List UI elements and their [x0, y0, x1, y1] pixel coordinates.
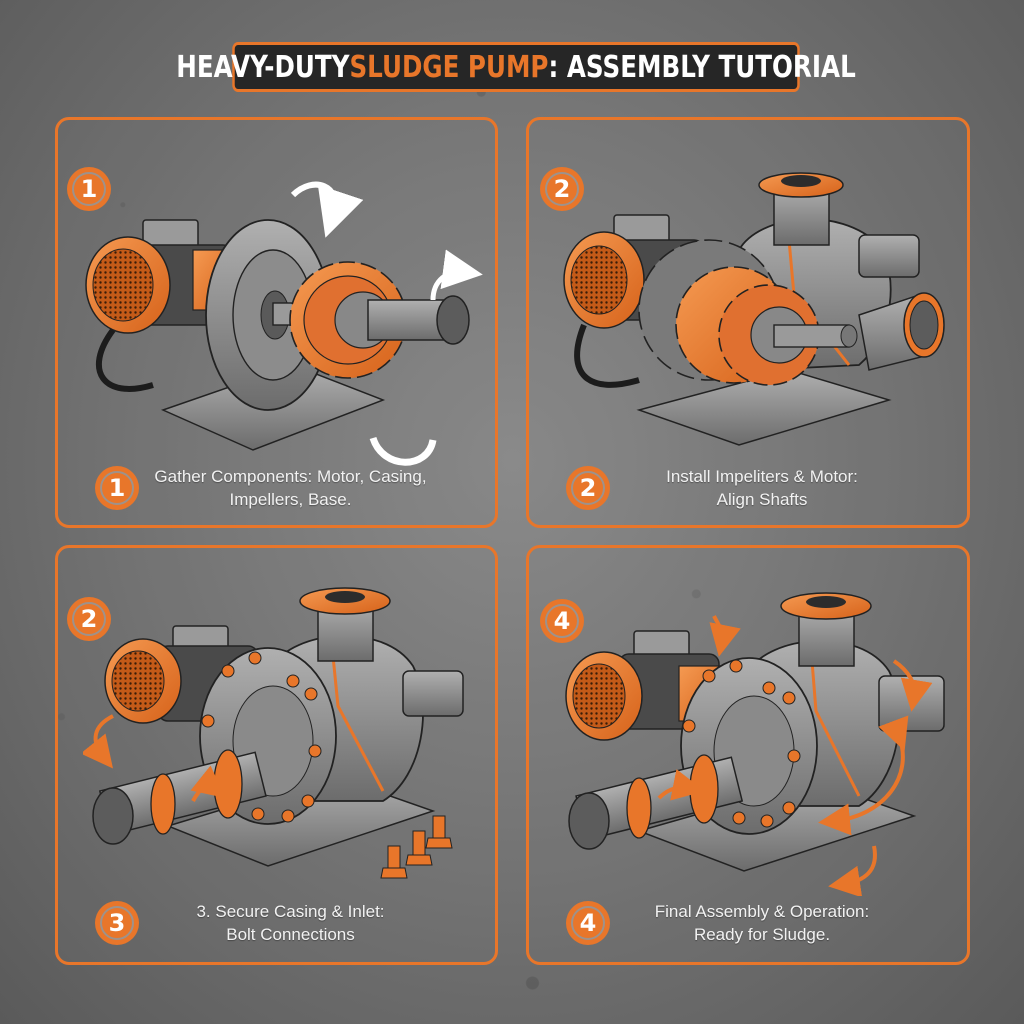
- caption-line-1: Final Assembly & Operation:: [654, 902, 870, 921]
- impeller-icon: [289, 261, 407, 379]
- step-caption: 1 Gather Components: Motor, Casing, Impe…: [98, 465, 475, 511]
- rotate-arrow-icon: [369, 436, 437, 466]
- caption-line-2: Impellers, Base.: [229, 490, 352, 509]
- flow-arrow-icon: [892, 659, 933, 712]
- step-caption: 2 Install Impeliters & Motor: Align Shaf…: [569, 465, 947, 511]
- step-badge-corner: 2: [543, 170, 581, 208]
- bolt-ring-icon: [682, 659, 801, 828]
- caption-line-1: Gather Components: Motor, Casing,: [154, 467, 427, 486]
- rotate-arrow-icon: [83, 714, 114, 769]
- step-panel-4: 4 4 Final Assembly & Operation: [526, 545, 970, 965]
- title-part-2: : ASSEMBLY TUTORIAL: [548, 49, 856, 85]
- title-accent: SLUDGE PUMP: [349, 49, 549, 85]
- pump-bolting-illustration: [83, 587, 464, 879]
- shaft-icon: [773, 324, 850, 348]
- step-badge-corner: 2: [70, 600, 108, 638]
- step-caption: 4 Final Assembly & Operation: Ready for …: [569, 900, 947, 946]
- pump-final-assembly-illustration: [565, 592, 945, 896]
- flow-arrow-icon: [190, 765, 226, 802]
- caption-line-2: Ready for Sludge.: [693, 925, 831, 944]
- rotate-arrow-icon: [818, 715, 909, 836]
- step-caption: 3 3. Secure Casing & Inlet: Bolt Connect…: [98, 900, 475, 946]
- rotate-arrow-icon: [430, 249, 483, 301]
- step-panel-3: 2 3: [55, 545, 498, 965]
- caption-line-2: Align Shafts: [716, 490, 808, 509]
- loose-bolts-icon: [380, 815, 453, 879]
- flow-arrow-icon: [657, 769, 705, 801]
- title-part-1: HEAVY-DUTY: [176, 49, 350, 85]
- impeller-icon: [675, 266, 820, 386]
- step-badge: 4: [569, 904, 607, 942]
- caption-line-2: Bolt Connections: [226, 925, 355, 944]
- caption-line-1: Install Impeliters & Motor:: [666, 467, 858, 486]
- page-title: HEAVY-DUTY ​SLUDGE PUMP: ASSEMBLY TUTORI…: [176, 42, 856, 92]
- bolt-ring-icon: [201, 651, 322, 823]
- step-badge: 2: [569, 469, 607, 507]
- caption-line-1: 3. Secure Casing & Inlet:: [196, 902, 385, 921]
- step-badge: 3: [98, 904, 136, 942]
- rotate-arrow-icon: [828, 845, 877, 896]
- rotate-arrow-icon: [290, 181, 364, 238]
- pump-parts-illustration: [85, 181, 483, 466]
- flow-arrow-icon: [709, 615, 741, 657]
- step-panel-2: 2 2 Install Impelite: [526, 117, 970, 528]
- step-badge-corner: 1: [70, 170, 108, 208]
- step-panel-1: 1 1 Gather Components: Motor,: [55, 117, 498, 528]
- step-badge-corner: 4: [543, 602, 581, 640]
- step-badge: 1: [98, 469, 136, 507]
- pump-impeller-install-illustration: [563, 172, 945, 446]
